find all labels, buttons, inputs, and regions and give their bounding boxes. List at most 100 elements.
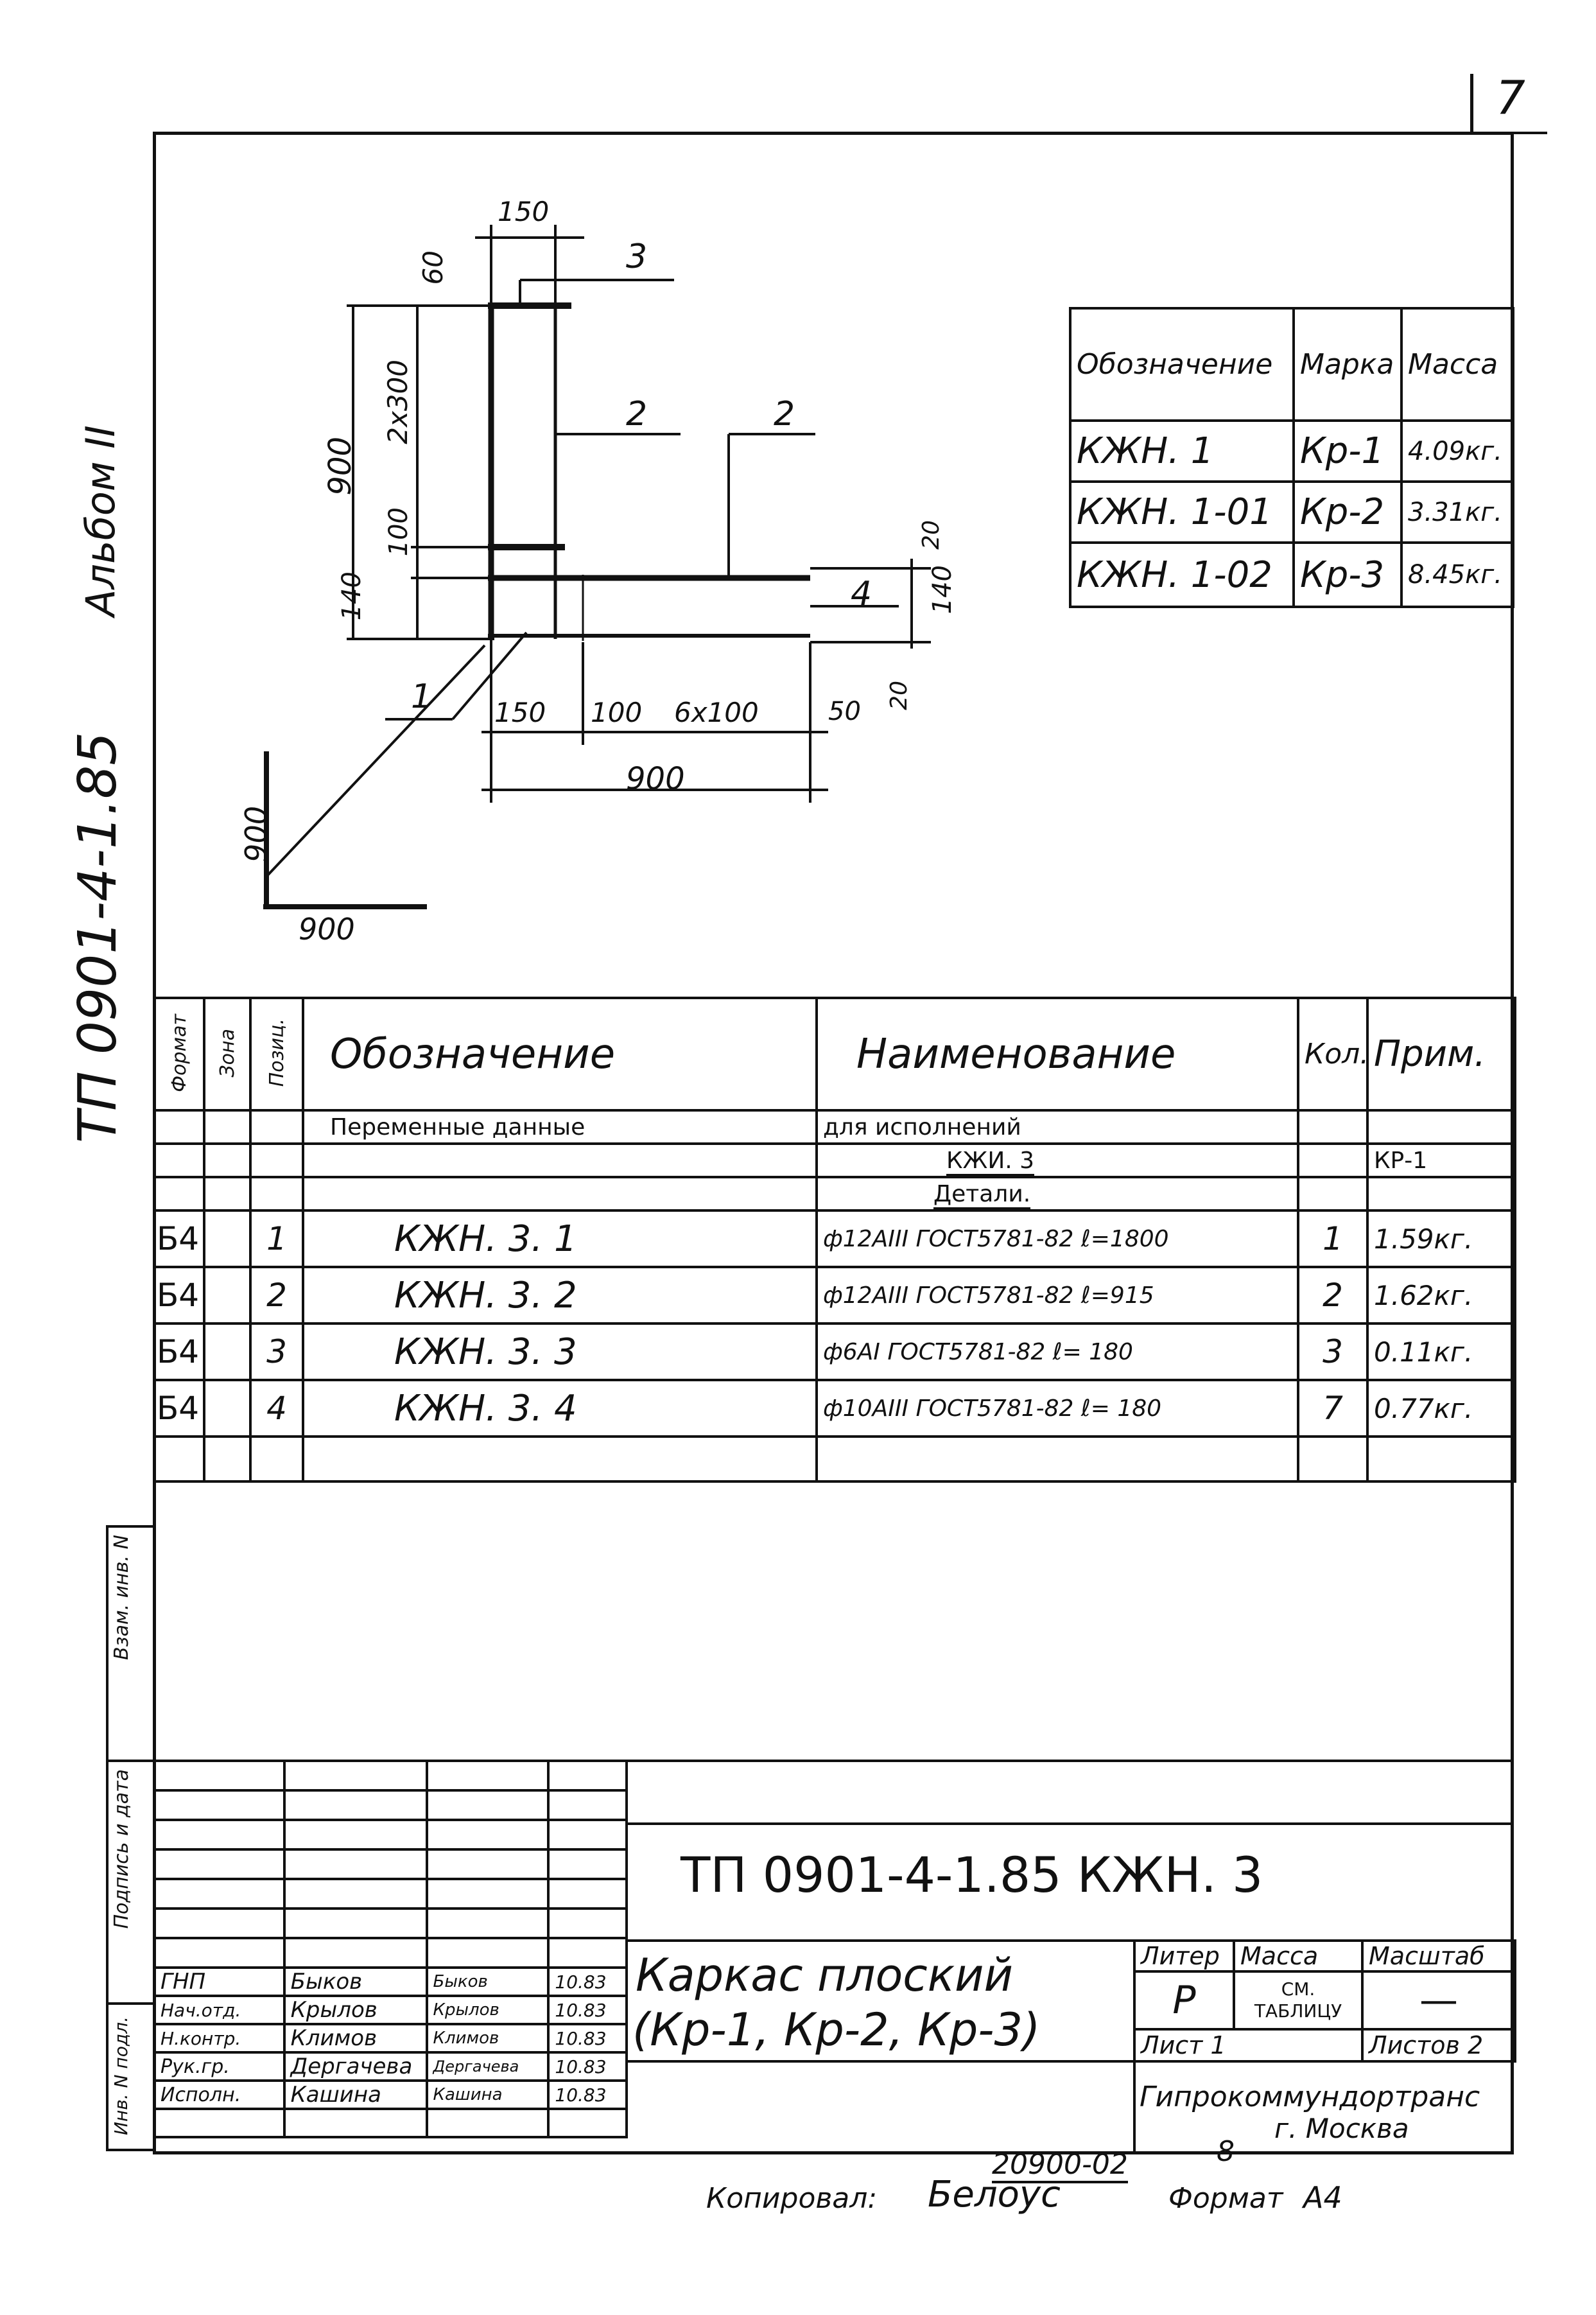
dim-2x300: 2х300 bbox=[382, 360, 413, 444]
spec-variant-note: КР-1 bbox=[1366, 1142, 1516, 1178]
position-2b: 2 bbox=[774, 395, 795, 433]
spec-row-3-pos: 3 bbox=[249, 1322, 304, 1381]
left-strip bbox=[106, 1525, 153, 2151]
spec-row-2-designation: КЖН. 3. 2 bbox=[302, 1266, 818, 1325]
spec-header-qty: Кол. bbox=[1297, 997, 1369, 1112]
page-number-rule bbox=[1470, 74, 1473, 135]
marks-header-mass: Масса bbox=[1400, 307, 1514, 422]
staff-name-5: Кашина bbox=[282, 2079, 428, 2110]
spec-row-1-qty: 1 bbox=[1297, 1209, 1369, 1268]
title-name-divider bbox=[628, 2060, 1514, 2063]
spec-variable-name: для исполнений bbox=[815, 1109, 1299, 1145]
sheets-cell: Листов 2 bbox=[1361, 2028, 1516, 2063]
copy-number: 20900-02 bbox=[992, 2148, 1128, 2183]
spec-row-4-designation: КЖН. 3. 4 bbox=[302, 1379, 818, 1438]
dim-50: 50 bbox=[828, 697, 861, 726]
mass-value: СМ. ТАБЛИЦУ bbox=[1233, 1970, 1364, 2031]
spec-row-1-pos: 1 bbox=[249, 1209, 304, 1268]
title-doc-code: ТП 0901-4-1.85 КЖН. 3 bbox=[681, 1846, 1263, 1903]
marks-header-mark: Марка bbox=[1292, 307, 1403, 422]
spec-row-1-format: Б4 bbox=[153, 1209, 205, 1268]
dim-900-bottom: 900 bbox=[626, 761, 685, 797]
spec-row-1-designation: КЖН. 3. 1 bbox=[302, 1209, 818, 1268]
mass-label: Масса bbox=[1233, 1939, 1364, 1973]
marks-row-2-designation: КЖН. 1-01 bbox=[1069, 480, 1295, 544]
staff-role-3: Н.контр. bbox=[153, 2023, 286, 2054]
staff-table: ГНП Быков Быков 10.83 Нач.отд. Крылов Кр… bbox=[153, 1760, 628, 2138]
position-3: 3 bbox=[626, 238, 648, 276]
sheet-cell: Лист 1 bbox=[1133, 2028, 1364, 2063]
staff-date-1: 10.83 bbox=[547, 1966, 628, 1997]
dim-140-right: 140 bbox=[928, 565, 957, 615]
marks-header-designation: Обозначение bbox=[1069, 307, 1295, 422]
spec-row-3-note: 0.11кг. bbox=[1366, 1322, 1516, 1381]
spec-header-note: Прим. bbox=[1366, 997, 1516, 1112]
dim-100-left: 100 bbox=[384, 507, 413, 557]
dim-20-top: 20 bbox=[918, 520, 944, 550]
dim-20-bottom: 20 bbox=[886, 681, 912, 710]
staff-sign-4: Дергачева bbox=[425, 2051, 550, 2082]
spec-row: Б4 3 КЖН. 3. 3 ф6АI ГОСТ5781-82 ℓ= 180 3… bbox=[153, 1322, 1516, 1381]
spec-details-name: Детали. bbox=[815, 1176, 1299, 1212]
spec-row-2-pos: 2 bbox=[249, 1266, 304, 1325]
left-strip-divider-2 bbox=[106, 2002, 153, 2005]
position-4: 4 bbox=[851, 575, 872, 613]
staff-role-4: Рук.гр. bbox=[153, 2051, 286, 2082]
dim-6x100: 6х100 bbox=[674, 697, 759, 728]
staff-date-4: 10.83 bbox=[547, 2051, 628, 2082]
staff-role-1: ГНП bbox=[153, 1966, 286, 1997]
staff-date-2: 10.83 bbox=[547, 1995, 628, 2025]
spec-header-name: Наименование bbox=[815, 997, 1299, 1112]
spec-row-2-name: ф12АIII ГОСТ5781-82 ℓ=915 bbox=[815, 1266, 1299, 1325]
spec-row-3-designation: КЖН. 3. 3 bbox=[302, 1322, 818, 1381]
spec-row-3-format: Б4 bbox=[153, 1322, 205, 1381]
staff-sign-5: Кашина bbox=[425, 2079, 550, 2110]
format-label: Формат bbox=[1168, 2182, 1283, 2215]
copied-by: Белоус bbox=[928, 2174, 1061, 2215]
title-subtitle: (Кр-1, Кр-2, Кр-3) bbox=[632, 2004, 1041, 2056]
spec-row-4-qty: 7 bbox=[1297, 1379, 1369, 1438]
staff-sign-2: Крылов bbox=[425, 1995, 550, 2025]
staff-date-5: 10.83 bbox=[547, 2079, 628, 2110]
staff-date-3: 10.83 bbox=[547, 2023, 628, 2054]
spec-row-2-note: 1.62кг. bbox=[1366, 1266, 1516, 1325]
liter-label: Литер bbox=[1133, 1939, 1235, 1973]
dim-140-left: 140 bbox=[337, 572, 367, 621]
dim-900-left: 900 bbox=[322, 437, 358, 496]
position-2a: 2 bbox=[626, 395, 648, 433]
marks-row-2-mass: 3.31кг. bbox=[1400, 480, 1514, 544]
marks-row-3-mark: Кр-3 bbox=[1292, 541, 1403, 608]
title-code-divider bbox=[628, 1939, 1514, 1942]
marks-row-3-designation: КЖН. 1-02 bbox=[1069, 541, 1295, 608]
marks-row-1-mark: Кр-1 bbox=[1292, 419, 1403, 483]
org-name: Гипрокоммундортранс bbox=[1140, 2081, 1480, 2113]
marks-row-1-designation: КЖН. 1 bbox=[1069, 419, 1295, 483]
staff-name-1: Быков bbox=[282, 1966, 428, 1997]
title-doc-code-box bbox=[628, 1822, 1514, 1825]
scale-label: Масштаб bbox=[1361, 1939, 1516, 1973]
spec-header-zone: Зона bbox=[203, 997, 252, 1112]
spec-row-4-name: ф10АIII ГОСТ5781-82 ℓ= 180 bbox=[815, 1379, 1299, 1438]
staff-name-4: Дергачева bbox=[282, 2051, 428, 2082]
spec-row-4-note: 0.77кг. bbox=[1366, 1379, 1516, 1438]
spec-variant-name: КЖИ. 3 bbox=[815, 1142, 1299, 1178]
dim-900-sketch-v: 900 bbox=[239, 806, 273, 862]
page-number: 7 bbox=[1496, 71, 1525, 125]
staff-sign-1: Быков bbox=[425, 1966, 550, 1997]
org-city: г. Москва bbox=[1274, 2113, 1409, 2144]
spec-header-designation: Обозначение bbox=[302, 997, 818, 1112]
spec-row-4-pos: 4 bbox=[249, 1379, 304, 1438]
spec-header-pos: Позиц. bbox=[249, 997, 304, 1112]
spec-row-1-note: 1.59кг. bbox=[1366, 1209, 1516, 1268]
spec-variable-designation: Переменные данные bbox=[302, 1109, 818, 1145]
dim-150-bottom: 150 bbox=[494, 697, 546, 728]
staff-sign-3: Климов bbox=[425, 2023, 550, 2054]
position-1: 1 bbox=[411, 677, 433, 716]
left-strip-sign-label: Подпись и дата bbox=[110, 1769, 133, 1929]
dim-100-bottom: 100 bbox=[591, 697, 643, 728]
liter-value: Р bbox=[1133, 1970, 1235, 2031]
left-strip-divider-1 bbox=[106, 1760, 153, 1762]
spec-row-1-name: ф12АIII ГОСТ5781-82 ℓ=1800 bbox=[815, 1209, 1299, 1268]
left-strip-inv-label: Инв. N подл. bbox=[110, 2016, 132, 2135]
